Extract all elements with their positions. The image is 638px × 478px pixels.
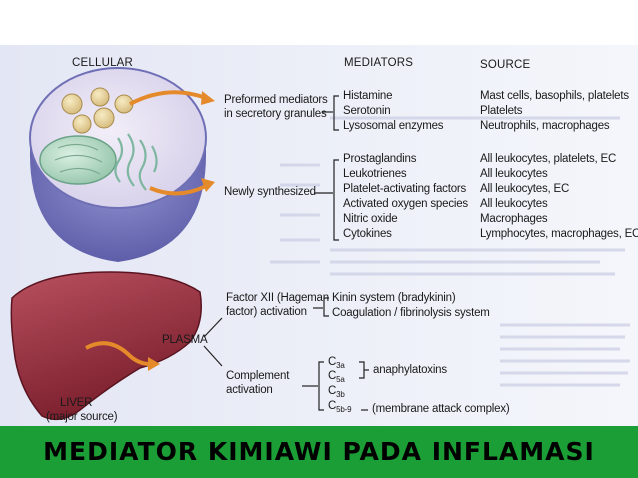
mediator-item: Leukotrienes [343, 168, 407, 180]
factor-item: Coagulation / fibrinolysis system [332, 307, 490, 319]
mediator-item: Activated oxygen species [343, 198, 468, 210]
complement-c3b: C3b [328, 385, 345, 399]
complement-c5b-9: C5b-9 [328, 400, 352, 414]
source-item: All leukocytes, platelets, EC [480, 153, 617, 165]
mediator-item: Cytokines [343, 228, 392, 240]
plasma-label: PLASMA [162, 334, 208, 346]
mediator-item: Serotonin [343, 105, 391, 117]
membrane-attack-complex-label: (membrane attack complex) [372, 403, 510, 415]
factor-xii-label-line1: Factor XII (Hageman [226, 292, 329, 304]
preformed-label-line1: Preformed mediators [224, 94, 328, 106]
mediator-item: Prostaglandins [343, 153, 417, 165]
liver-illustration [10, 271, 202, 421]
source-item: All leukocytes [480, 198, 548, 210]
newly-synthesized-label: Newly synthesized [224, 186, 316, 198]
source-item: All leukocytes, EC [480, 183, 570, 195]
title-banner [0, 426, 638, 478]
mediator-item: Lysosomal enzymes [343, 120, 444, 132]
complement-label-line1: Complement [226, 370, 290, 382]
cell-illustration [29, 67, 207, 262]
factor-item: Kinin system (bradykinin) [332, 292, 456, 304]
nucleus [39, 135, 117, 185]
source-item: All leukocytes [480, 168, 548, 180]
complement-c5a: C5a [328, 370, 345, 384]
liver-sublabel: (major source) [46, 411, 118, 423]
mediator-item: Nitric oxide [343, 213, 398, 225]
endoplasmic-reticulum [114, 133, 158, 191]
source-item: Platelets [480, 105, 523, 117]
source-item: Macrophages [480, 213, 548, 225]
title-banner-text: MEDIATOR KIMIAWI PADA INFLAMASI [43, 437, 595, 466]
orange-arrows [85, 90, 207, 366]
header-mediators: MEDIATORS [344, 57, 414, 69]
source-item: Lymphocytes, macrophages, EC [480, 228, 638, 240]
faint-text-lines [270, 116, 630, 387]
complement-c3a: C3a [328, 356, 345, 370]
source-item: Mast cells, basophils, platelets [480, 90, 629, 102]
preformed-label-line2: in secretory granules [224, 108, 327, 120]
arrowheads [148, 91, 215, 371]
factor-xii-label-line2: factor) activation [226, 306, 307, 318]
mediator-item: Platelet-activating factors [343, 183, 467, 195]
liver-label: LIVER [60, 397, 93, 409]
mediator-item: Histamine [343, 90, 393, 102]
header-source: SOURCE [480, 59, 531, 71]
header-cellular: CELLULAR [72, 57, 134, 69]
connector-lines [203, 95, 369, 411]
complement-label-line2: activation [226, 384, 273, 396]
anaphylatoxins-label: anaphylatoxins [373, 364, 447, 376]
source-item: Neutrophils, macrophages [480, 120, 610, 132]
